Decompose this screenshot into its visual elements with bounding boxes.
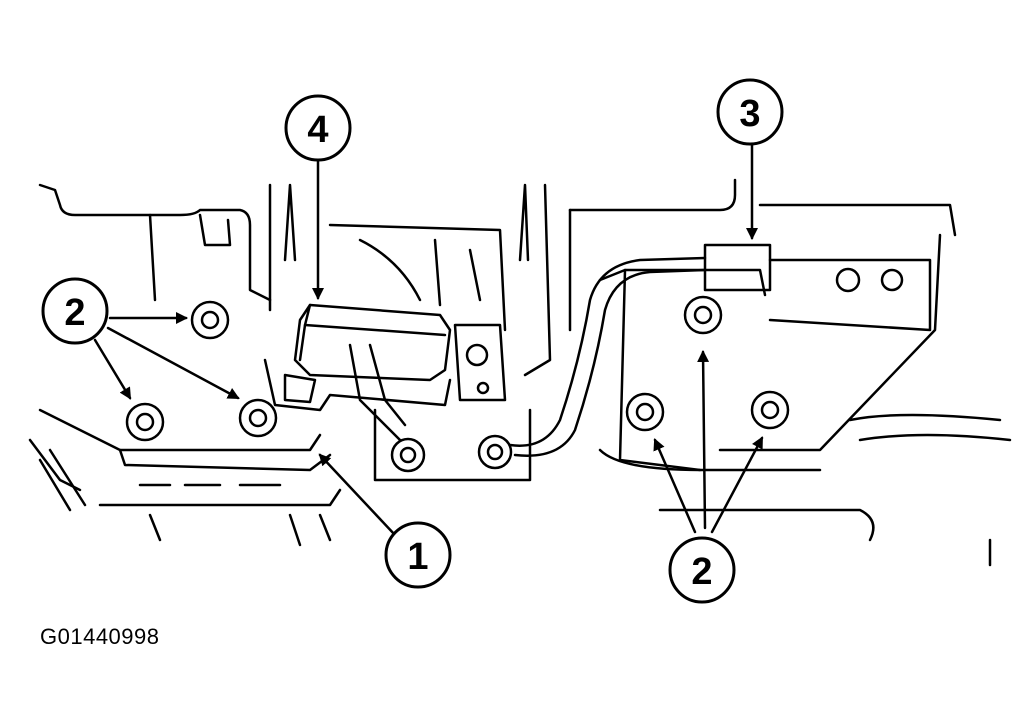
bolt-heads: [125, 267, 904, 473]
figure-id: G01440998: [40, 624, 160, 649]
center-bracket: [263, 183, 552, 482]
callout-label: 3: [739, 93, 760, 135]
callout-label: 4: [307, 109, 328, 151]
callout-2-right: 2: [668, 536, 736, 604]
callout-4: 4: [284, 94, 352, 162]
leader-arrows: [93, 140, 764, 537]
callout-label: 2: [64, 292, 85, 334]
callout-label: 2: [691, 551, 712, 593]
small-bracket: [453, 323, 507, 402]
right-housing: [568, 178, 1012, 567]
callout-3: 3: [716, 78, 784, 146]
wiring-harness: [508, 256, 707, 457]
left-housing: [28, 183, 342, 547]
callout-1: 1: [384, 521, 452, 589]
module-box: [293, 303, 452, 442]
callout-label: 1: [407, 536, 428, 578]
callout-2-left: 2: [41, 277, 109, 345]
